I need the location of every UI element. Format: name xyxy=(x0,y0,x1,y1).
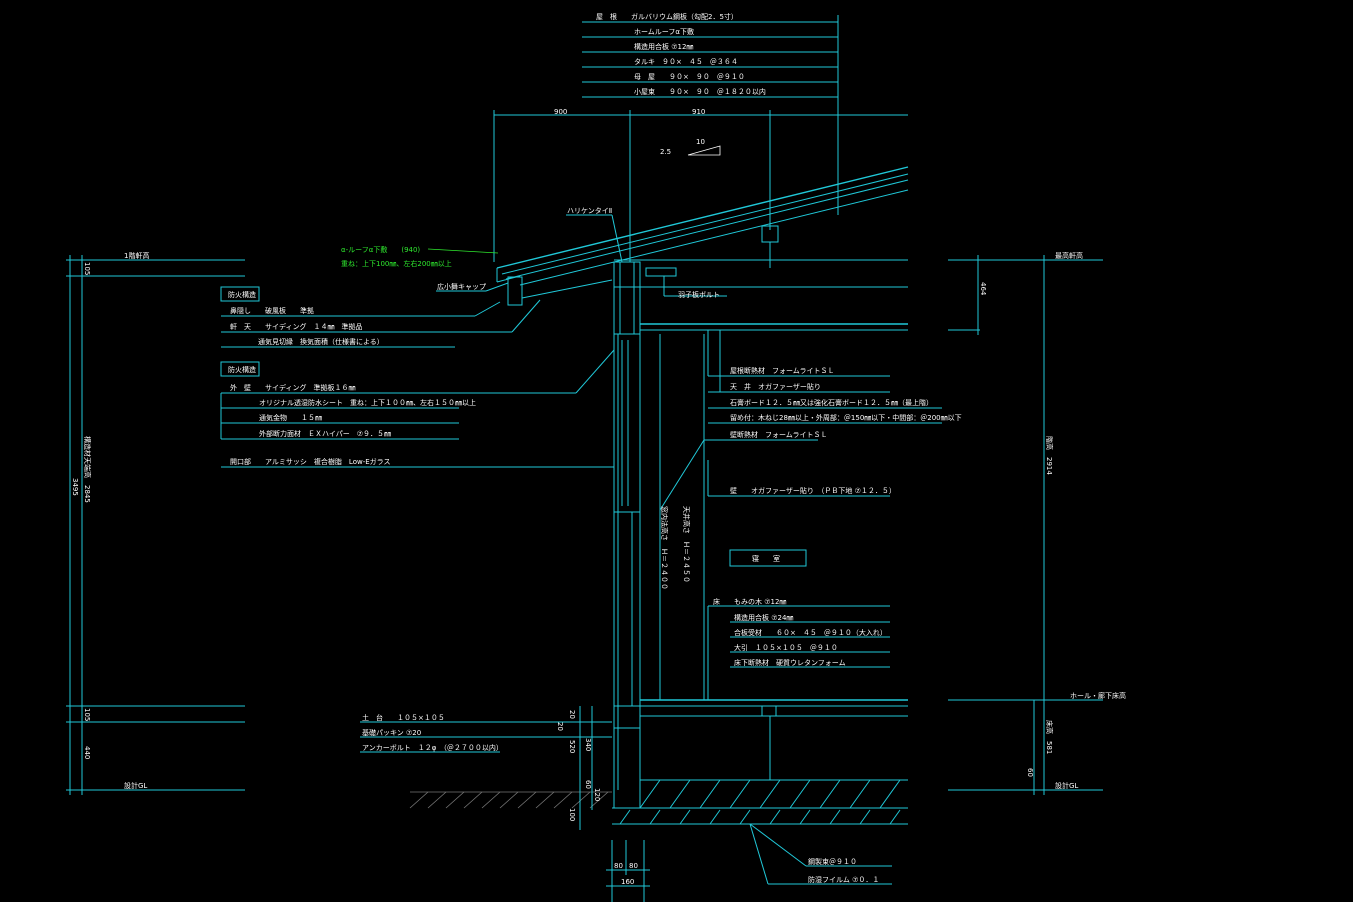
dim-right-464: 464 xyxy=(979,282,987,296)
floor-note-4: 大引 １０５×１０５ ＠９１０ xyxy=(734,643,838,652)
base-notes: 土 台 １０５×１０５ 基礎パッキン ⑦20 アンカーボルト １２φ （＠２７０… xyxy=(360,713,612,753)
dim-900: 900 xyxy=(554,108,567,116)
fascia-cap-label: 広小舞キャップ xyxy=(437,282,486,291)
eave-note-1: 鼻隠し 破風板 準拠 xyxy=(230,306,314,315)
roof-note-6: 小屋束 ９０× ９０ ＠１８２０以内 xyxy=(634,87,766,96)
interior-note-6: 壁 オガファーザー貼り （ＰＢ下地 ⑦１２．５） xyxy=(730,486,896,495)
eave-label-right: 最高軒高 xyxy=(1055,251,1083,260)
dim-found-120: 120 xyxy=(593,788,601,801)
dim-found-100: 100 xyxy=(568,808,576,821)
pitch-run: 10 xyxy=(696,138,705,146)
room-name: 寝 室 xyxy=(752,554,780,563)
dim-left-2845: 構造材天端高 2845 xyxy=(83,436,92,503)
roof-sheet-note: α-ルーフα下敷 (940) 重ね：上下100㎜、左右200㎜以上 ハリケンタイ… xyxy=(341,206,623,292)
wall-note-2: オリジナル透湿防水シート 重ね：上下１００㎜、左右１５０㎜以上 xyxy=(259,398,476,407)
roof-note-4: タルキ ９０× ４５ ＠３６４ xyxy=(634,57,738,66)
wall-note-3: 通気金物 １５㎜ xyxy=(259,413,322,422)
fireproof-box-2: 防火構造 xyxy=(228,365,256,374)
bolt-label: 羽子板ボルト xyxy=(678,290,720,299)
ground-hatch xyxy=(409,791,612,809)
interior-note-4: 留め付：木ねじ28㎜以上・外周部：＠150㎜以下・中間部：＠200㎜以下 xyxy=(730,413,962,422)
floor-note-2: 構造用合板 ⑦24㎜ xyxy=(734,613,793,622)
gl-label-right: 設計GL xyxy=(1055,781,1078,790)
bottom-note-1: 鋼製束＠９１０ xyxy=(808,857,857,866)
eave-note-2: 軒 天 サイディング １４㎜ 準拠品 xyxy=(230,322,363,331)
eave-notes: 防火構造 鼻隠し 破風板 準拠 軒 天 サイディング １４㎜ 準拠品 通気見切縁… xyxy=(220,286,541,348)
bottom-notes: 鋼製束＠９１０ 防湿フイルム ⑦０．１ xyxy=(749,823,892,885)
interior-note-1: 屋根断熱材 フォームライトＳＬ xyxy=(730,366,834,375)
ceiling-height: 天井高さ Ｈ＝２４５０ xyxy=(682,506,691,583)
dim-bottom-80b: 80 xyxy=(629,862,638,870)
eave-label-left: 1階軒高 xyxy=(124,251,149,260)
dim-bottom-160: 160 xyxy=(621,878,634,886)
base-note-2: 基礎パッキン ⑦20 xyxy=(362,728,421,737)
green-note-2: 重ね：上下100㎜、左右200㎜以上 xyxy=(341,259,452,268)
floor-note-5: 床下断熱材 硬質ウレタンフォーム xyxy=(734,658,846,667)
dim-left-total: 3495 xyxy=(71,478,79,496)
right-dimensions: ホール・廊下床高 設計GL 464 階高 2914 床高 581 60 xyxy=(948,255,1126,795)
roof-note-block: 屋 根 ガルバリウム鋼板（勾配2．5寸） ホームルーフα下敷 構造用合板 ⑦12… xyxy=(582,12,839,215)
dim-found-340: 340 xyxy=(584,738,592,751)
floor-notes: 床 もみの木 ⑦12㎜ 構造用合板 ⑦24㎜ 合板受材 ６０× ４５ ＠９１０（… xyxy=(707,597,890,700)
bottom-dimensions: 80 80 160 xyxy=(606,840,650,902)
left-dimensions: 設計GL 105 3495 構造材天端高 2845 105 440 xyxy=(66,255,245,795)
dim-found-20a: 20 xyxy=(568,710,576,719)
roof-note-2: ホームルーフα下敷 xyxy=(634,27,694,36)
hall-floor-label: ホール・廊下床高 xyxy=(1070,691,1126,700)
base-note-1: 土 台 １０５×１０５ xyxy=(362,713,445,722)
bottom-note-2: 防湿フイルム ⑦０．１ xyxy=(808,875,879,884)
dim-right-581: 床高 581 xyxy=(1045,720,1054,754)
dim-left-105a: 105 xyxy=(83,262,91,275)
wall-notes: 防火構造 外 壁 サイディング 準拠板１６㎜ オリジナル透湿防水シート 重ね：上… xyxy=(220,349,615,468)
height-labels: 窓内法高さ Ｈ＝２４００ 天井高さ Ｈ＝２４５０ xyxy=(660,506,691,590)
roof-note-3: 構造用合板 ⑦12㎜ xyxy=(634,42,693,51)
dim-found-60: 60 xyxy=(584,780,592,789)
wall-note-1: 外 壁 サイディング 準拠板１６㎜ xyxy=(230,383,356,392)
floor-note-3: 合板受材 ６０× ４５ ＠９１０（大入れ） xyxy=(734,628,887,637)
foundation-dimensions: 20 20 520 340 60 120 100 xyxy=(556,706,601,830)
interior-notes: 屋根断熱材 フォームライトＳＬ 天 井 オガファーザー貼り 石膏ボード１２．５㎜… xyxy=(659,330,962,511)
pitch-rise: 2.5 xyxy=(660,148,671,156)
dim-found-520: 520 xyxy=(568,740,576,753)
wall-note-4: 外部断力面材 ＥＸハイパー ⑦９．５㎜ xyxy=(259,429,391,438)
dim-left-105b: 105 xyxy=(83,708,91,721)
top-dimensions: 900 910 10 2.5 xyxy=(493,108,908,262)
dim-found-20b: 20 xyxy=(556,722,564,731)
dim-right-2914: 階高 2914 xyxy=(1045,436,1054,475)
roof-slope xyxy=(496,166,909,306)
dim-bottom-80a: 80 xyxy=(614,862,623,870)
dim-910: 910 xyxy=(692,108,705,116)
interior-note-3: 石膏ボード１２．５㎜又は強化石膏ボード１２．５㎜（最上階） xyxy=(730,398,933,407)
gl-label-left: 設計GL xyxy=(124,781,147,790)
floor-note-1: 床 もみの木 ⑦12㎜ xyxy=(713,597,786,606)
window-height: 窓内法高さ Ｈ＝２４００ xyxy=(660,506,669,590)
dim-right-60: 60 xyxy=(1026,768,1034,777)
base-note-3: アンカーボルト １２φ （＠２７００以内） xyxy=(362,743,503,752)
slab-hatch xyxy=(619,779,901,825)
eave-note-3: 通気見切縁 換気面積（仕様書による） xyxy=(258,337,384,346)
eave-level: 1階軒高 最高軒高 xyxy=(66,251,1103,331)
roof-note-5: 母 屋 ９０× ９０ ＠９１０ xyxy=(634,73,745,81)
hurricane-tie-label: ハリケンタイⅡ xyxy=(567,206,612,215)
opening-note: 開口部 アルミサッシ 複合樹脂 Low-Eガラス xyxy=(230,457,391,466)
fireproof-box-1: 防火構造 xyxy=(228,290,256,299)
green-note-1: α-ルーフα下敷 (940) xyxy=(341,245,420,254)
dim-left-440: 440 xyxy=(83,746,91,759)
interior-note-2: 天 井 オガファーザー貼り xyxy=(730,382,821,391)
roof-note-1: 屋 根 ガルバリウム鋼板（勾配2．5寸） xyxy=(596,12,738,21)
wall-section: 羽子板ボルト xyxy=(612,261,908,825)
interior-note-5: 壁断熱材 フォームライトＳＬ xyxy=(730,430,827,439)
room-label: 寝 室 xyxy=(729,549,807,567)
